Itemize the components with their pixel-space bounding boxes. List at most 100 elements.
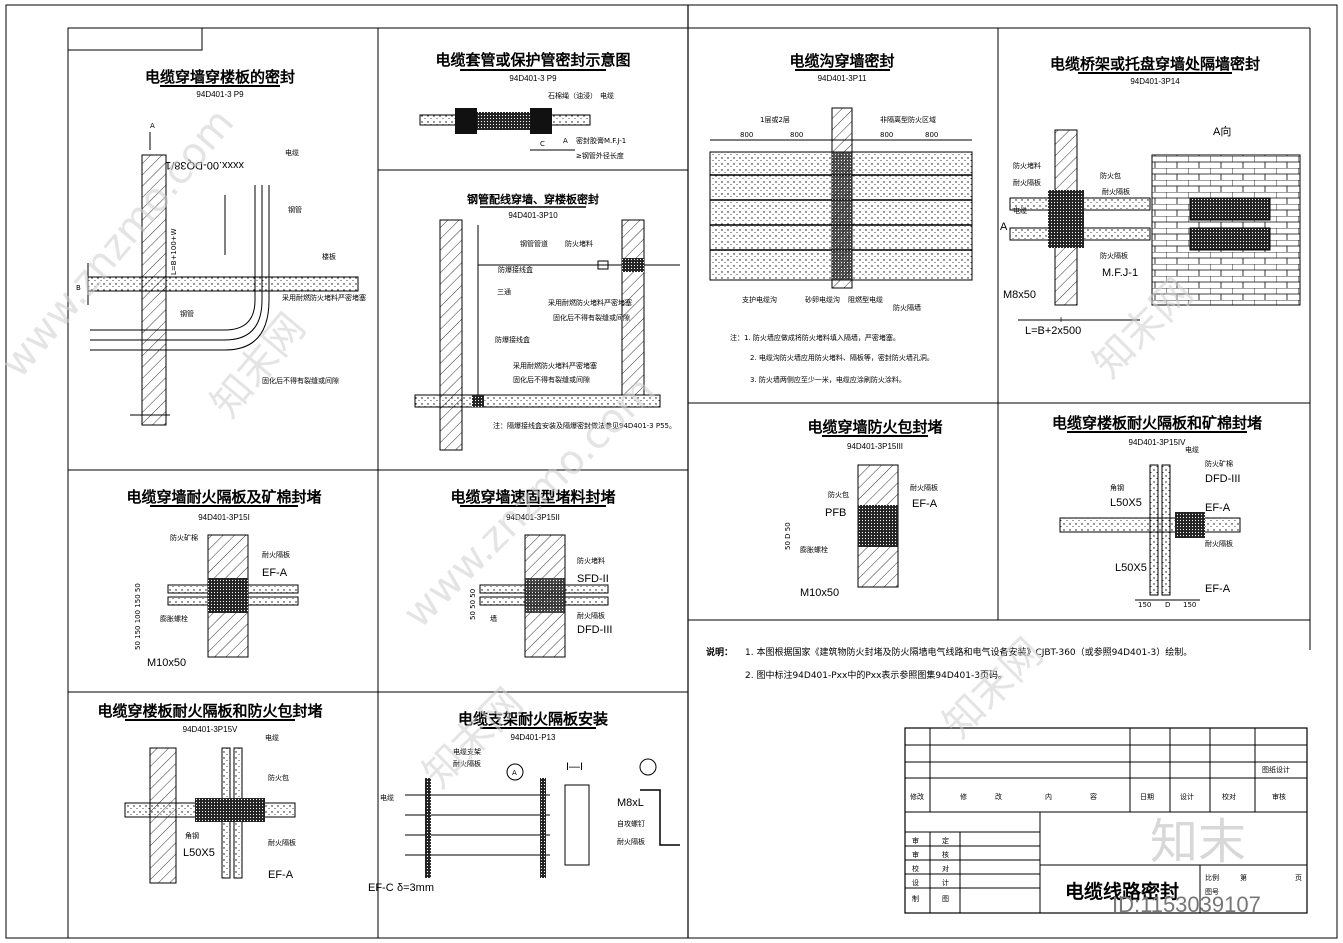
label: 角钢 <box>185 831 199 840</box>
panel-title: 钢管配线穿墙、穿楼板密封 <box>467 192 599 206</box>
label: M10x50 <box>147 657 186 669</box>
label: 校对 <box>1222 792 1236 801</box>
label: 膨胀螺栓 <box>160 614 188 623</box>
label: 图纸设计 <box>1262 765 1290 774</box>
note: 注：隔爆接线盒安装及隔爆密封做法参见94D401-3 P55。 <box>493 421 676 430</box>
label: 耐火隔板 <box>910 483 938 492</box>
panel-ref: 94D401-3P15V <box>183 725 238 734</box>
label: 楼板 <box>322 252 336 261</box>
label: 修 <box>960 792 967 801</box>
label: M8x50 <box>1003 289 1036 301</box>
panel-ref: 94D401-P13 <box>511 733 556 742</box>
label: 50 150 100 150 50 <box>134 583 142 650</box>
panel-title: 电缆穿墙速固型堵料封堵 <box>450 488 615 506</box>
label: 石棉绳（油浸） <box>548 91 597 100</box>
panel-title: 电缆套管或保护管密封示意图 <box>435 51 630 69</box>
panel-title: 电缆穿墙防火包封堵 <box>807 418 942 436</box>
label: 防火隔板 <box>1100 251 1128 260</box>
watermark-id: ID:1153039107 <box>1112 892 1261 917</box>
label: 自攻螺钉 <box>617 819 645 828</box>
panel-title: 电缆穿楼板耐火隔板和防火包封堵 <box>97 702 322 720</box>
label: EF-A <box>912 498 938 510</box>
label: 改 <box>995 792 1002 801</box>
label: 防火堵料 <box>577 556 605 565</box>
label: EF-A <box>1205 583 1231 595</box>
label: 非隔离型防火区域 <box>880 115 936 124</box>
label: 审核 <box>1272 792 1286 801</box>
panel-ref: 94D401-3P15III <box>847 442 903 451</box>
label: 防火包 <box>828 490 849 499</box>
label: SFD-II <box>577 573 609 585</box>
label: 800 <box>880 131 893 139</box>
panel-title: 电缆穿楼板耐火隔板和矿棉封堵 <box>1052 414 1262 432</box>
label: 防爆接线盒 <box>498 265 533 274</box>
label: 核 <box>942 850 949 859</box>
label: 图 <box>942 895 949 903</box>
panel-title: 电缆穿墙穿楼板的密封 <box>145 68 295 86</box>
label: L=B+2x500 <box>1025 325 1081 337</box>
explanation-notes: 说明： 1. 本图根据国家《建筑物防火封堵及防火隔墙电气线路和电气设备安装》CJ… <box>706 646 1192 681</box>
label: δ=3mm <box>397 882 434 894</box>
label: ≥钢管外径长度 <box>576 151 624 160</box>
label: 审 <box>912 850 919 859</box>
label: 耐火隔板 <box>1205 539 1233 548</box>
label: DFD-III <box>1205 473 1240 485</box>
title-block <box>904 727 1308 914</box>
label: 角钢 <box>1110 483 1124 492</box>
label: 防爆接线盒 <box>495 335 530 344</box>
panel-ref: 94D401-3P15I <box>198 513 250 522</box>
panel-floor-board-mineral-wool: 电缆穿楼板耐火隔板和矿棉封堵 94D401-3P15IV 电缆 防火矿棉 DFD… <box>1052 414 1262 609</box>
label: 页 <box>1295 874 1302 882</box>
label: L50X5 <box>183 847 215 859</box>
label: 第 <box>1240 873 1247 882</box>
panel-ref: 94D401-3 P9 <box>196 90 244 99</box>
label: 150 <box>1138 601 1151 609</box>
label: 800 <box>925 131 938 139</box>
label: 耐火隔板 <box>577 611 605 620</box>
label: 1层或2层 <box>760 115 790 124</box>
label: 采用耐燃防火堵料严密堵塞 <box>513 361 597 370</box>
label: A <box>150 122 155 130</box>
label: 电缆 <box>1185 445 1199 454</box>
label: 钢管 <box>288 205 302 214</box>
label: 电缆支架 <box>453 747 481 756</box>
panel-floor-fire-bag: 电缆穿楼板耐火隔板和防火包封堵 94D401-3P15V 电缆 防火包 角钢 L… <box>97 702 323 884</box>
watermark-logo: 知末 <box>1150 814 1246 870</box>
panel-ref: 94D401-3P10 <box>508 211 558 220</box>
label: 防火包 <box>1100 171 1121 180</box>
label: 耐火隔板 <box>1013 178 1041 187</box>
title-block-text: 修改 修 改 内 容 日期 设计 校对 审核 图纸设计 审 定 审 核 校 对 … <box>910 765 1302 903</box>
panel-trench-wall-seal: 电缆沟穿墙密封 94D401-3P11 1层或2层 800 800 非隔离型防火… <box>709 52 973 384</box>
label: 电缆 <box>1013 206 1027 215</box>
label: 电缆 <box>380 793 394 802</box>
label: M.F.J-1 <box>1102 267 1138 279</box>
label: 防火堵料 <box>565 239 593 248</box>
rotated-drawing-code: xxxx.00-DQ38/1 <box>165 159 244 171</box>
label: PFB <box>825 507 846 519</box>
label: 砂卵电缆沟 <box>805 295 840 304</box>
label: 采用耐燃防火堵料严密堵塞 <box>282 293 366 302</box>
panel-wall-board-mineral-wool: 电缆穿墙耐火隔板及矿棉封堵 94D401-3P15I 防火矿棉 耐火隔板 EF-… <box>126 488 321 669</box>
panel-wall-floor-seal: 电缆穿墙穿楼板的密封 94D401-3 P9 xxxx.00-DQ38/1 A … <box>76 68 366 426</box>
label: 内 <box>1045 792 1052 801</box>
panel-tray-wall-seal: 电缆桥架或托盘穿墙处隔墙密封 94D401-3P14 A向 防火堵料 耐火隔板 … <box>1000 55 1301 337</box>
panel-title: 电缆穿墙耐火隔板及矿棉封堵 <box>126 488 321 506</box>
label: 容 <box>1090 792 1097 801</box>
label: 说明： <box>706 646 733 658</box>
panel-title: 电缆桥架或托盘穿墙处隔墙密封 <box>1050 55 1260 73</box>
label: 设计 <box>1180 792 1194 801</box>
label: EF-C <box>368 882 394 894</box>
label: M10x50 <box>800 587 839 599</box>
panel-ref: 94D401-3 P9 <box>509 74 557 83</box>
label: 审 <box>912 836 919 845</box>
label: 设 <box>912 878 919 887</box>
label: C <box>540 140 545 148</box>
label: 150 <box>1183 601 1196 609</box>
label: 修改 <box>910 792 924 801</box>
label: 钢管管道 <box>520 239 548 248</box>
panel-wall-quick-seal: 电缆穿墙速固型堵料封堵 94D401-3P15II 防火堵料 SFD-II DF… <box>450 488 616 658</box>
label: 固化后不得有裂缝或间隙 <box>553 313 630 322</box>
panel-steel-pipe-seal: 钢管配线穿墙、穿楼板密封 94D401-3P10 钢管管道 防火堵料 防爆接线盒… <box>414 192 680 451</box>
label: M8xL <box>617 797 644 809</box>
label: 耐火隔板 <box>1102 187 1130 196</box>
